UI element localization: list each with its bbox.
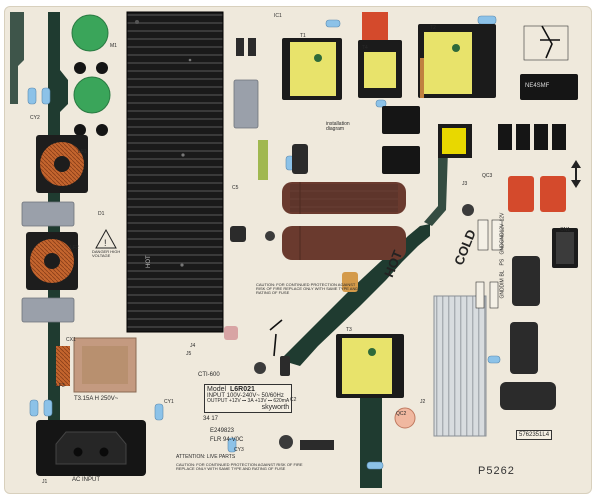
ref-qc3: QC3 <box>482 173 493 179</box>
ref-lf1: LF1 <box>78 149 87 155</box>
attention-label: ATTENTION: LIVE PARTS <box>176 454 236 460</box>
pin-label: 12V <box>499 212 506 222</box>
pin-label: GND <box>499 232 506 244</box>
output-connector <box>552 228 578 268</box>
film-cap-top <box>362 12 388 40</box>
ref-lf2: LF2 <box>70 245 79 251</box>
ref-cx1: CX1 <box>66 337 76 343</box>
part-number: 5762351L4 <box>516 430 553 440</box>
toroid-chokes <box>26 135 88 386</box>
cti-label: CTI-600 <box>198 372 220 378</box>
ref-j5: J5 <box>186 351 192 357</box>
ref-t3: T3 <box>346 327 352 333</box>
heatsink-text: HOT <box>146 255 152 268</box>
varistors <box>71 14 111 136</box>
ref-t2: T2 <box>430 25 436 31</box>
bulk-electrolytics <box>282 182 406 260</box>
ref-lf3: LF3 <box>56 383 65 389</box>
ref-cy3: CY3 <box>234 447 244 453</box>
ref-j1: J1 <box>42 479 48 485</box>
ul-code: E249823 <box>210 428 235 434</box>
secondary-heatsink <box>433 295 487 437</box>
model-label: Model <box>207 386 227 393</box>
pin-label: GND <box>499 287 506 299</box>
ac-input-socket <box>36 420 146 476</box>
fuse-box <box>73 337 137 393</box>
fuse-label: T3.15A H 250V~ <box>74 396 119 402</box>
ref-j2: J2 <box>420 399 426 405</box>
model-box: Model L6R021 INPUT 100V-240V~ 50/60Hz OU… <box>204 384 293 413</box>
output-value: +12V ⎓ 3A +13V ⎓ 620mA <box>228 398 290 404</box>
ceramic-caps <box>27 15 501 470</box>
pin-label: BL <box>499 270 506 277</box>
connector-pin-list: 12V 12V GND GND PS BL DIM GND <box>498 212 508 302</box>
input-label: INPUT <box>207 393 225 399</box>
ref-d1: D1 <box>98 211 105 217</box>
pin-label: PS <box>499 258 506 266</box>
brand-label: skyworth <box>261 404 290 411</box>
ref-qc2: QC2 <box>396 411 407 417</box>
red-film-caps <box>508 176 566 212</box>
ref-cy1: CY1 <box>164 399 174 405</box>
ref-t1: T1 <box>300 33 306 39</box>
ref-ic1: IC1 <box>274 13 282 19</box>
ref-m1: M1 <box>110 43 117 49</box>
board-id: P5262 <box>478 465 515 477</box>
transformers <box>282 24 496 398</box>
output-electrolytics <box>230 144 556 410</box>
power-transistors <box>382 74 578 174</box>
ref-c2: C2 <box>290 397 297 403</box>
svg-text:!: ! <box>104 238 107 248</box>
input-value: 100V-240V~ 50/60Hz <box>226 393 284 399</box>
model-value: L6R021 <box>229 386 255 393</box>
pin-label: GND <box>499 243 506 255</box>
installation-label: installation diagram <box>326 121 350 132</box>
main-heatsink <box>126 11 224 333</box>
flammability: FLR 94-V0C <box>210 437 244 443</box>
ref-cy2: CY2 <box>30 115 40 121</box>
ref-cn1: CN1 <box>560 227 571 233</box>
hv-warning-icon: ! <box>95 228 117 249</box>
misc-components <box>224 25 569 450</box>
ref-c5: C5 <box>232 185 239 191</box>
ac-input-label: AC INPUT <box>72 477 101 483</box>
transistor-text: NE4SMF <box>525 83 550 89</box>
caution-label: CAUTION: FOR CONTINUED PROTECTION AGAINS… <box>176 462 303 471</box>
caution-label-2: CAUTION: FOR CONTINUED PROTECTION AGAINS… <box>256 282 359 295</box>
danger-label: DANGER HIGH VOLTAGE <box>92 249 121 258</box>
date-code: 34 17 <box>203 416 219 422</box>
hand-marks <box>269 25 560 357</box>
output-label: OUTPUT <box>207 398 228 404</box>
direction-arrow <box>571 160 581 188</box>
ref-j4: J4 <box>190 343 196 349</box>
x-capacitors <box>21 79 259 323</box>
ref-t4: T4 <box>362 45 368 51</box>
pin-label: 12V <box>499 223 506 233</box>
pin-label: DIM <box>499 278 506 288</box>
ref-j3: J3 <box>462 181 468 187</box>
